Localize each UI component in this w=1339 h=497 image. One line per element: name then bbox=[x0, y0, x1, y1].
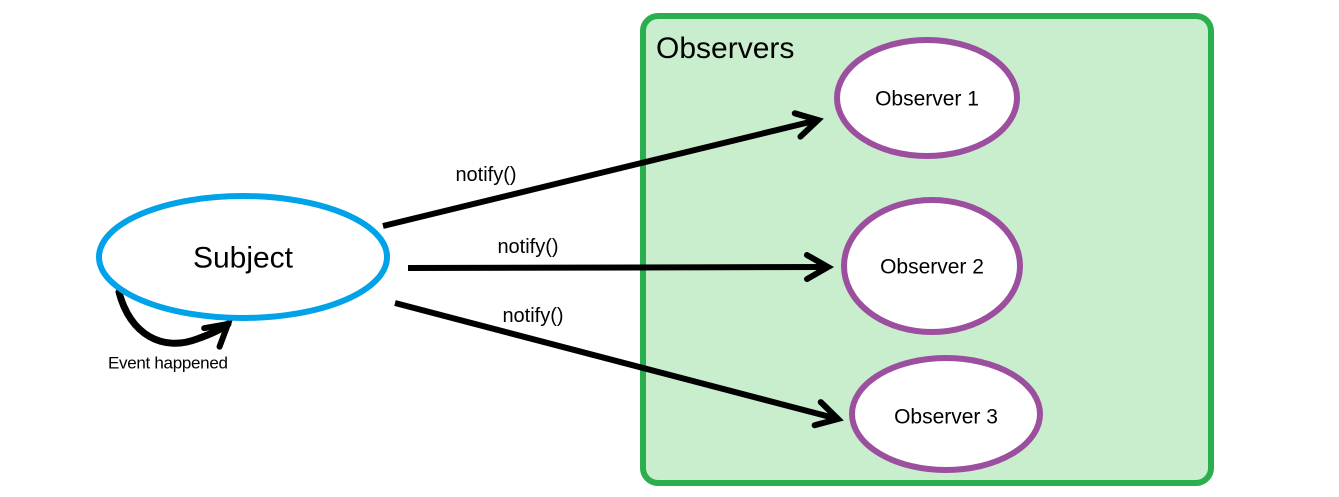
notify-arrow-1 bbox=[382, 120, 818, 229]
observers-box-title: Observers bbox=[656, 32, 794, 65]
subject-node bbox=[96, 193, 390, 321]
notify-label-3: notify() bbox=[502, 305, 563, 327]
event-happened-label: Event happened bbox=[108, 354, 228, 373]
notify-arrow-2 bbox=[407, 267, 828, 268]
observer-2-node bbox=[841, 197, 1023, 335]
observer-3-node bbox=[849, 355, 1043, 473]
notify-arrow-3 bbox=[394, 300, 838, 419]
observer-1-label: Observer 1 bbox=[875, 88, 979, 111]
notify-label-2: notify() bbox=[497, 236, 558, 258]
observer-1-node bbox=[834, 37, 1020, 159]
subject-label: Subject bbox=[193, 242, 294, 275]
event-loop-arrow bbox=[115, 288, 228, 343]
observer-2-label: Observer 2 bbox=[880, 256, 984, 279]
notify-label-1: notify() bbox=[455, 164, 516, 186]
observer-3-label: Observer 3 bbox=[894, 406, 998, 429]
